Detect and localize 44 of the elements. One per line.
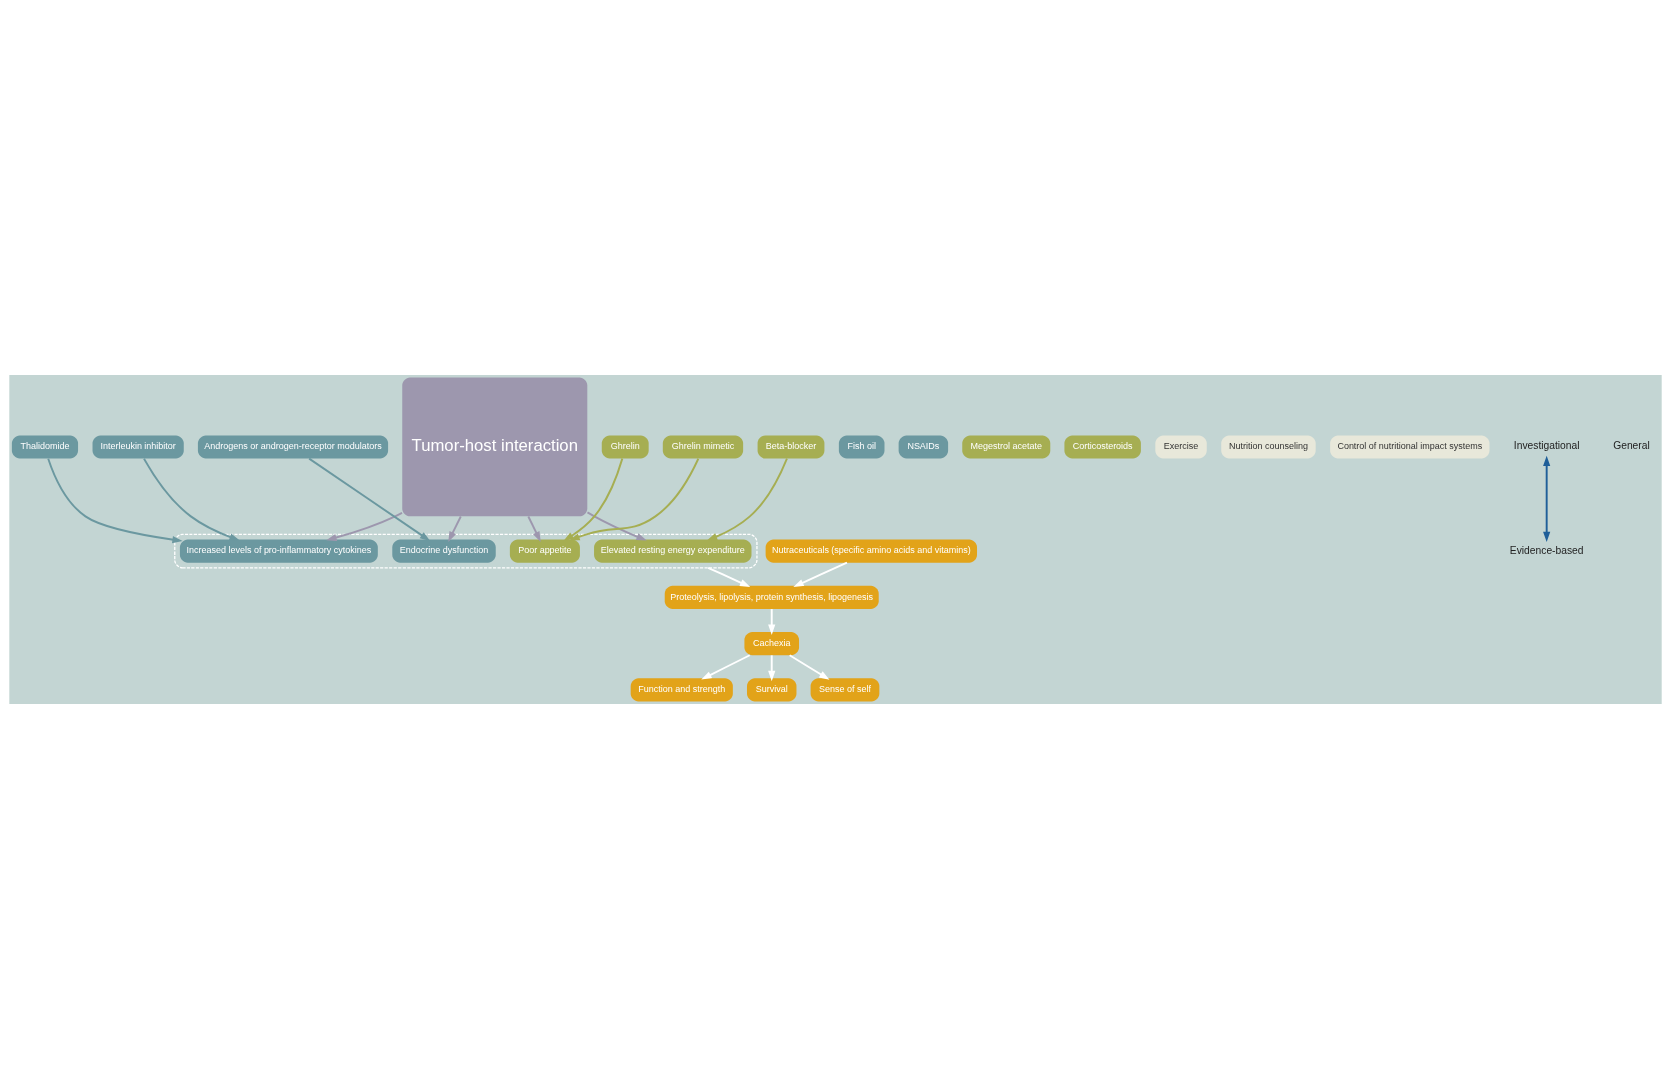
node-box: Endocrine dysfunction — [392, 539, 496, 563]
node-box: Exercise — [1155, 434, 1207, 459]
node-box: Nutrition counseling — [1221, 434, 1316, 459]
node-box: Nutraceuticals (specific amino acids and vitamins) — [765, 539, 978, 563]
node-box: Interleukin inhibitor — [92, 434, 184, 459]
node-box: Ghrelin — [601, 434, 649, 459]
node-box: Survival — [747, 677, 797, 701]
arrow — [47, 457, 183, 543]
node-box: Cachexia — [744, 631, 800, 655]
node-box: Tumor-host interaction — [402, 377, 588, 516]
label: General — [1613, 439, 1650, 451]
arrow — [707, 566, 751, 587]
node-box: Proteolysis, lipolysis, protein synthesis, lipogenesis — [664, 585, 879, 609]
arrow — [563, 457, 624, 541]
arrow — [326, 511, 403, 541]
arrow — [1543, 455, 1551, 542]
node-box: Sense of self — [810, 677, 880, 701]
arrow — [788, 653, 830, 680]
node-text: Evidence-based — [1509, 544, 1584, 556]
arrow — [448, 515, 462, 542]
node-box: Function and strength — [630, 677, 733, 701]
node-box: Fish oil — [838, 434, 885, 459]
arrow — [569, 457, 700, 540]
node-box: Elevated resting energy expenditure — [594, 539, 752, 563]
arrow — [586, 510, 647, 541]
node-text: Investigational — [1513, 439, 1580, 451]
node-box: Megestrol acetate — [962, 434, 1051, 459]
arrow — [527, 515, 541, 542]
arrow — [768, 653, 776, 681]
arrow — [706, 457, 788, 541]
node-box: Control of nutritional impact systems — [1330, 434, 1490, 459]
arrow — [308, 457, 431, 541]
arrow — [793, 561, 848, 587]
node-box: Beta-blocker — [757, 434, 825, 459]
arrow — [701, 653, 751, 679]
node-box: NSAIDs — [898, 434, 949, 459]
arrow — [143, 457, 240, 540]
arrow — [768, 607, 776, 635]
node-box: Corticosteroids — [1064, 434, 1141, 459]
node-box: Thalidomide — [11, 434, 79, 459]
node-box: Increased levels of pro-inflammatory cytokines — [179, 539, 378, 563]
node-box: Ghrelin mimetic — [662, 434, 744, 459]
node-box: Androgens or androgen-receptor modulators — [197, 434, 389, 459]
node-box: Poor appetite — [509, 539, 580, 563]
